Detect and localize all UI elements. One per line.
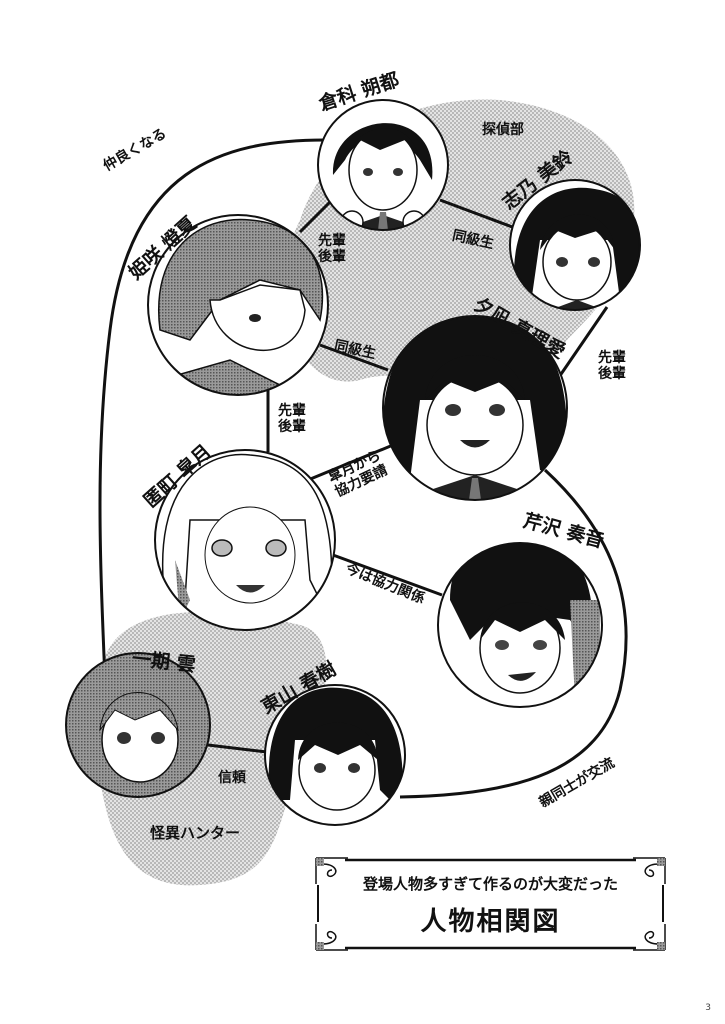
relation-line-nakayoku: [98, 138, 326, 681]
line-yunagi-tokumachi: [307, 443, 394, 482]
title-box: 登場人物多すぎて作るのが大変だった 人物相関図: [313, 855, 668, 953]
portrait-ichigo: [65, 652, 211, 798]
label-shinrai: 信頼: [218, 770, 246, 786]
line-tokumachi-serizawa: [332, 553, 443, 597]
label-senpai-kouhai-3: 先輩 後輩: [278, 403, 306, 436]
page-number: 3: [705, 1003, 711, 1013]
line-himesaki-yunagi: [319, 343, 389, 372]
label-tantei-group: 探偵部: [482, 122, 524, 138]
relation-line-oya-doushi: [399, 468, 628, 799]
title-subtitle: 登場人物多すぎて作るのが大変だった: [362, 875, 618, 893]
portrait-tokumachi: [154, 449, 336, 631]
label-senpai-kouhai-2: 先輩 後輩: [598, 350, 626, 383]
title-main: 人物相関図: [420, 907, 561, 937]
line-kurashina-himesaki: [298, 200, 332, 234]
portrait-serizawa: [437, 542, 603, 708]
portrait-yunagi: [382, 315, 568, 501]
title-frame-ornament: [313, 855, 668, 953]
label-senpai-kouhai-1: 先輩 後輩: [318, 233, 346, 266]
line-kurashina-shino: [439, 198, 516, 230]
label-kaii-hunter-group: 怪異ハンター: [150, 824, 241, 842]
portrait-higashiyama: [264, 684, 406, 826]
line-shino-yunagi: [555, 306, 609, 381]
portrait-himesaki: [147, 214, 329, 396]
portrait-shino: [509, 179, 641, 311]
line-ichigo-higashiyama: [207, 743, 268, 754]
